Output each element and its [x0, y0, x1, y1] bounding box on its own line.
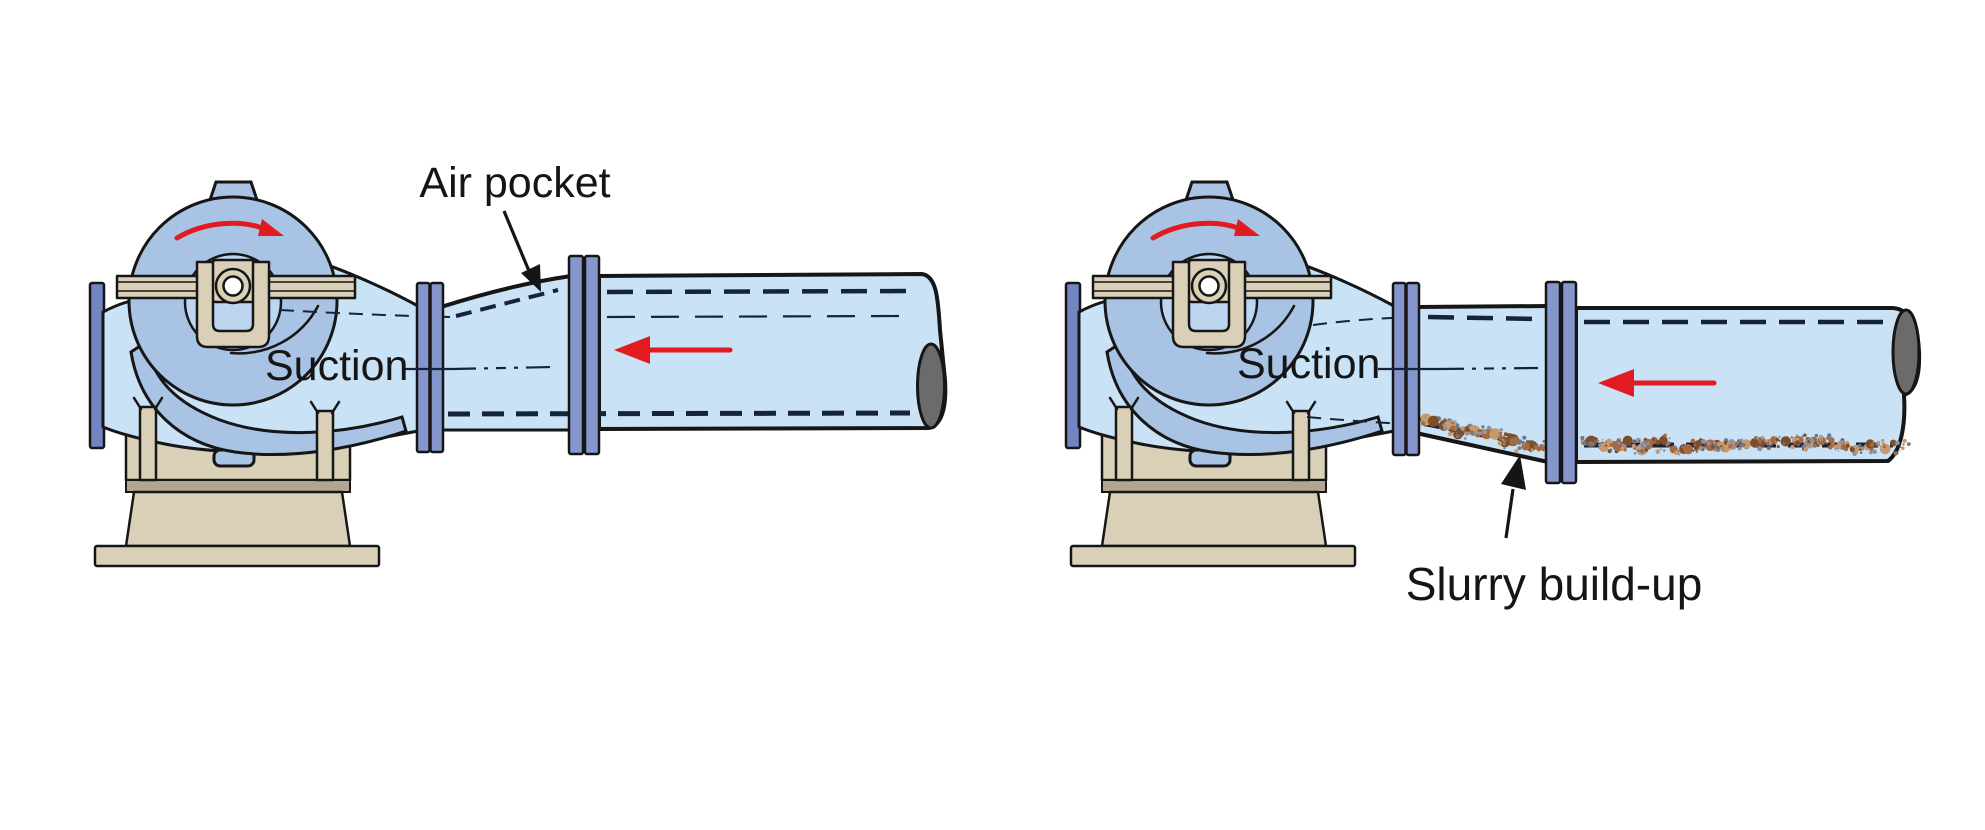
suction-label-left: Suction — [265, 342, 408, 390]
slurry-deposit-reducer — [1413, 413, 1553, 454]
reducer-top-dashed-line — [1427, 314, 1541, 322]
reducer-bottom-edge-right — [1414, 431, 1550, 464]
flow-arrow-head-right — [1598, 369, 1634, 397]
reducer-top-edge-right — [1414, 304, 1551, 309]
air-pocket-arrow-head — [521, 264, 541, 292]
panel-air-pocket: Suction Air pocket — [90, 159, 948, 566]
reducer-top-edge — [439, 274, 573, 309]
centerline-dashdot — [451, 365, 555, 371]
slurry-arrow-head — [1501, 455, 1526, 490]
flow-arrow-head — [614, 336, 650, 364]
flange-pump-side-b — [429, 281, 445, 454]
reducer-left — [444, 277, 569, 430]
pipe-top-dashed-line — [606, 288, 915, 295]
centerline-dashdot-right — [1439, 366, 1539, 371]
flange-pipe-side-b — [583, 254, 601, 456]
slurry-label: Slurry build-up — [1406, 558, 1703, 610]
pipe-bottom-dashed-line — [447, 410, 911, 417]
pipe-upper-thin-dashed-line — [606, 314, 901, 319]
flange-pipe-side-a — [567, 254, 585, 456]
slurry-leader-line — [1504, 488, 1515, 539]
air-pocket-leader-line — [502, 210, 531, 272]
flange-pipe-side-a-right — [1544, 280, 1562, 485]
slurry-deposit-pipe — [1580, 433, 1911, 457]
air-pocket-label: Air pocket — [419, 159, 610, 207]
suction-label-right: Suction — [1237, 340, 1380, 388]
pipe-end-opening — [916, 342, 946, 430]
pipe-end-opening-right — [1891, 308, 1921, 396]
air-pocket-boundary-dash — [455, 288, 559, 318]
flange-pump-side-a — [415, 281, 431, 454]
flange-pipe-side-b-right — [1560, 280, 1578, 485]
panel-slurry: Suction Slurry build-up — [1066, 182, 1922, 610]
